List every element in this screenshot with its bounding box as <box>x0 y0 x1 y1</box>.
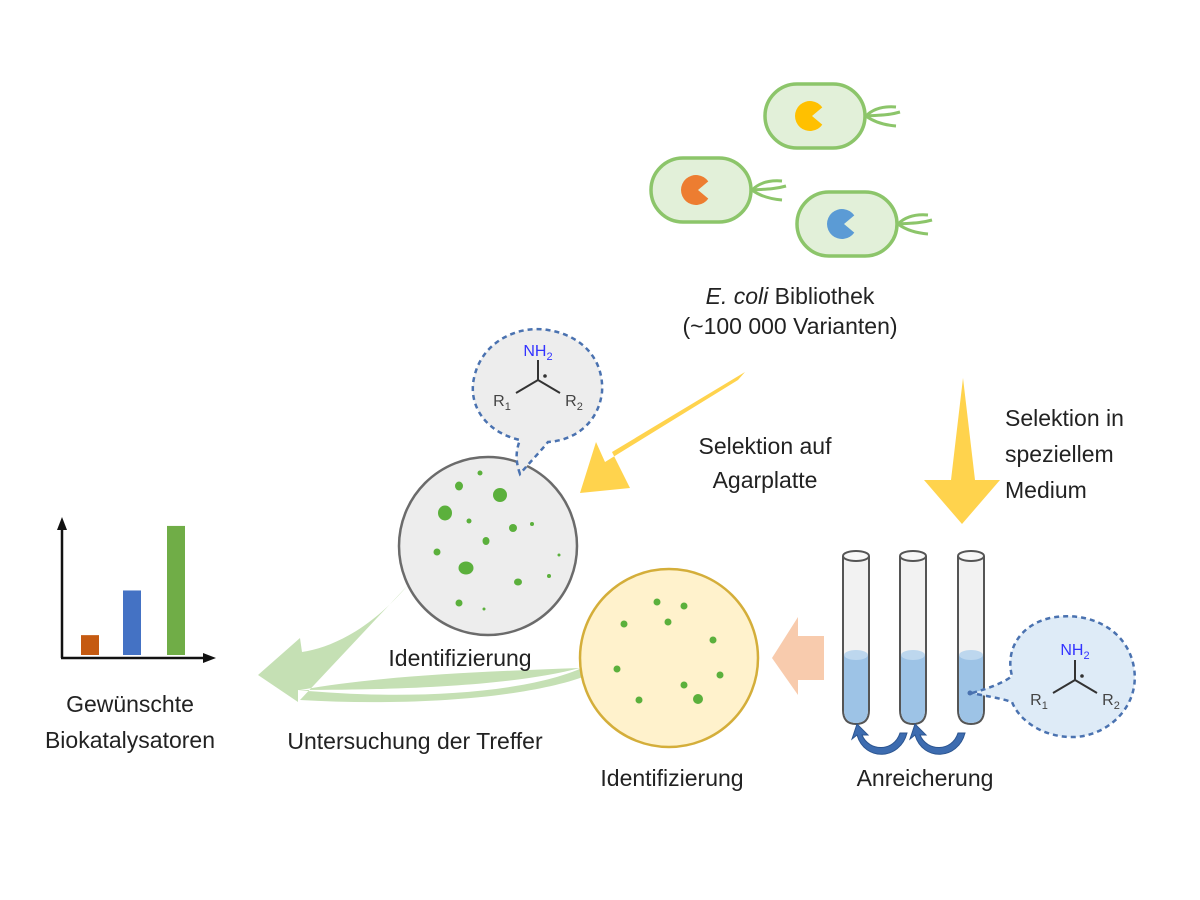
r1-label: R <box>493 393 505 410</box>
molecule-bubble-agar: NH2 R1 R2 <box>471 327 604 477</box>
result-bar-chart <box>57 517 216 663</box>
r2-label: R <box>565 393 577 410</box>
transfer-arrow-icon <box>908 723 966 755</box>
hit-analysis-label: Untersuchung der Treffer <box>287 728 543 754</box>
agar-plate <box>397 455 579 637</box>
cell-yellow-enzyme <box>763 82 902 150</box>
result-label-2: Biokatalysatoren <box>44 727 216 753</box>
svg-text:R1: R1 <box>493 393 511 413</box>
transfer-arrow-icon <box>850 723 908 755</box>
ecoli-library <box>649 82 934 258</box>
enzyme-pacman-icon <box>827 209 855 240</box>
enzyme-pacman-icon <box>681 174 709 205</box>
svg-text:NH2: NH2 <box>1060 642 1089 662</box>
amine-subscript: 2 <box>1083 650 1089 662</box>
identification-label-yellow: Identifizierung <box>600 765 744 791</box>
colonies <box>433 470 561 611</box>
library-title: E. coli Bibliothek <box>640 282 940 310</box>
colonies-yellow <box>613 598 724 704</box>
identification-plate-yellow <box>578 567 760 749</box>
library-title-rest: Bibliothek <box>768 283 875 309</box>
library-title-species: E. coli <box>705 283 769 309</box>
r2-subscript: 2 <box>577 401 583 413</box>
amine-label: NH <box>1060 642 1083 659</box>
test-tube <box>899 550 927 726</box>
svg-text:R1: R1 <box>1030 692 1048 712</box>
molecule-bubble-medium: NH2 R1 R2 <box>967 615 1137 739</box>
result-label-1: Gewünschte <box>66 691 194 717</box>
test-tube <box>957 550 985 726</box>
svg-text:R2: R2 <box>1102 692 1120 712</box>
cell-orange-enzyme <box>649 156 788 224</box>
amine-subscript: 2 <box>546 351 552 363</box>
svg-text:R2: R2 <box>565 393 583 413</box>
r2-subscript: 2 <box>1114 700 1120 712</box>
identification-label-agar: Identifizierung <box>388 645 532 671</box>
r1-label: R <box>1030 692 1042 709</box>
r1-subscript: 1 <box>505 401 511 413</box>
test-tubes <box>842 550 985 726</box>
r1-subscript: 1 <box>1042 700 1048 712</box>
bar-3 <box>167 525 185 655</box>
arrow-to-hit-analysis <box>258 585 586 703</box>
svg-text:NH2: NH2 <box>523 343 552 363</box>
arrow-to-agar-plate <box>580 372 745 493</box>
arrow-to-special-medium <box>924 378 1000 524</box>
selection-medium-label-3: Medium <box>1005 477 1087 503</box>
arrow-to-identification <box>772 617 824 695</box>
selection-medium-label-1: Selektion in <box>1005 405 1124 431</box>
selection-agar-label-2: Agarplatte <box>712 467 818 493</box>
enzyme-pacman-icon <box>795 101 823 131</box>
y-axis-arrowhead <box>57 517 67 530</box>
bar-1 <box>81 635 99 655</box>
amine-label: NH <box>523 343 546 360</box>
x-axis-arrowhead <box>203 653 216 663</box>
cell-blue-enzyme <box>795 190 934 258</box>
test-tube <box>842 550 870 726</box>
enrichment-transfer-arrows <box>850 723 966 755</box>
selection-agar-label-1: Selektion auf <box>698 433 832 459</box>
r2-label: R <box>1102 692 1114 709</box>
enrichment-label: Anreicherung <box>856 765 994 791</box>
selection-medium-label-2: speziellem <box>1005 441 1114 467</box>
bar-2 <box>123 590 141 655</box>
library-size: (~100 000 Varianten) <box>682 313 898 339</box>
